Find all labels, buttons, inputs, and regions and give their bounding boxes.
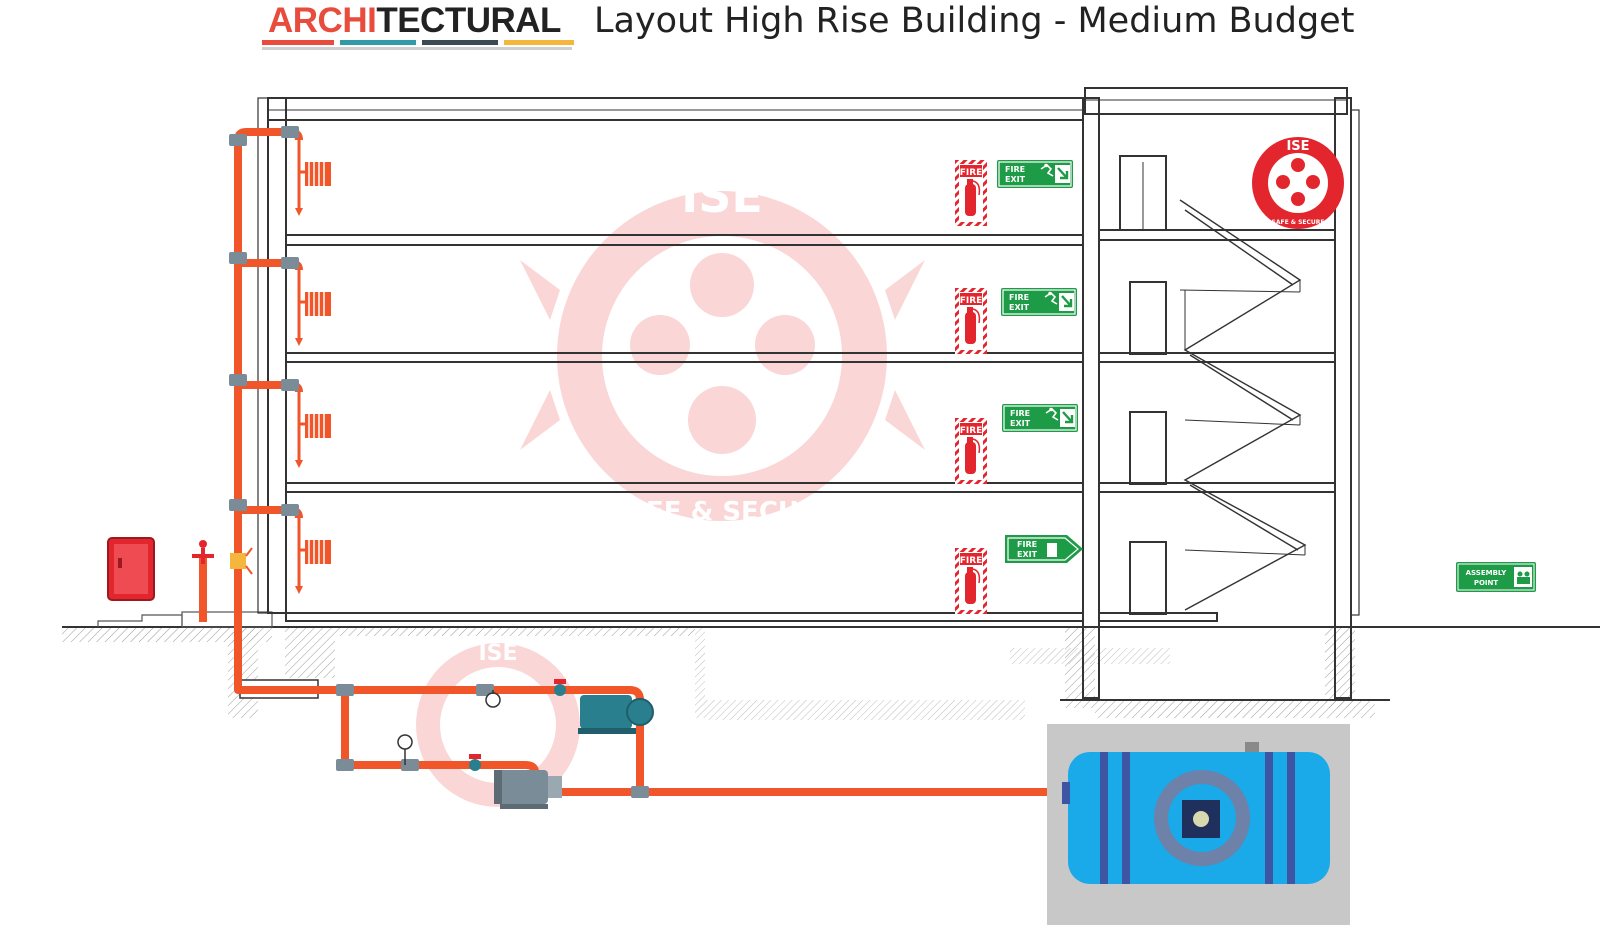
hose-reel-floor-3 [293,268,333,348]
exit-line2: EXIT [1009,303,1030,312]
riser-valve [230,547,253,575]
main-fire-pump [578,695,654,734]
title-stripe-grey [262,47,572,50]
staircase [1179,199,1307,611]
title-part-dark: TECTURAL [376,1,561,40]
ext-label: FIRE [960,296,983,306]
assembly-line2: POINT [1474,579,1499,587]
page-title: Layout High Rise Building - Medium Budge… [594,1,1355,41]
watermark-bottom-text: SAFE & SECURE [607,497,837,527]
exit-line2: EXIT [1005,175,1026,184]
title-stripe-slate [422,40,498,45]
jockey-pump [494,770,562,809]
extinguisher-sign-floor-1: FIRE [954,547,988,615]
title-stripe-yellow [504,40,574,45]
exit-line2: EXIT [1010,419,1031,428]
fire-exit-sign-floor-4: FIRE EXIT [995,158,1075,190]
watermark-logo: ISE SAFE & SECURE [520,169,925,527]
ext-label: FIRE [960,168,983,178]
gauge-valves [397,679,566,771]
title-part-red: ARCHI [268,1,377,40]
logo-bottom-text: SAFE & SECURE [1272,219,1325,226]
building-section [257,87,1390,701]
page-title-brand: ARCHITECTURAL [268,0,561,42]
extinguisher-sign-floor-3: FIRE [954,287,988,355]
title-stripe-red [262,40,334,45]
extinguisher-sign-floor-4: FIRE [954,159,988,227]
ground [62,611,1600,720]
hose-reel-floor-1 [293,516,333,596]
exit-line1: FIRE [1010,409,1030,418]
watermark-top-text: ISE [681,169,763,223]
fire-exit-sign-ground: FIRE EXIT [1005,535,1083,563]
extinguisher-sign-floor-2: FIRE [954,417,988,485]
title-bar: ARCHITECTURAL Layout High Rise Building … [0,0,1600,50]
hose-reel-floor-2 [293,390,333,470]
exit-line1: FIRE [1009,293,1029,302]
title-stripe-teal [340,40,416,45]
exit-line1: FIRE [1005,165,1025,174]
watermark-small-top-text: ISE [478,641,517,666]
exit-line2: EXIT [1017,550,1038,559]
ext-label: FIRE [960,426,983,436]
assembly-line1: ASSEMBLY [1466,569,1508,577]
ext-label: FIRE [960,556,983,566]
fire-exit-sign-floor-2: FIRE EXIT [1000,402,1080,434]
hose-reel-floor-4 [293,138,333,218]
exit-line1: FIRE [1017,540,1037,549]
landing-valve [192,540,214,564]
fire-hose-cabinet [107,537,155,601]
assembly-point-sign: ASSEMBLY POINT [1456,562,1536,592]
water-tank [1047,724,1350,925]
logo-top-text: ISE [1286,139,1309,154]
fire-exit-sign-floor-3: FIRE EXIT [999,286,1079,318]
ise-logo: ISE SAFE & SECURE [1252,137,1344,229]
